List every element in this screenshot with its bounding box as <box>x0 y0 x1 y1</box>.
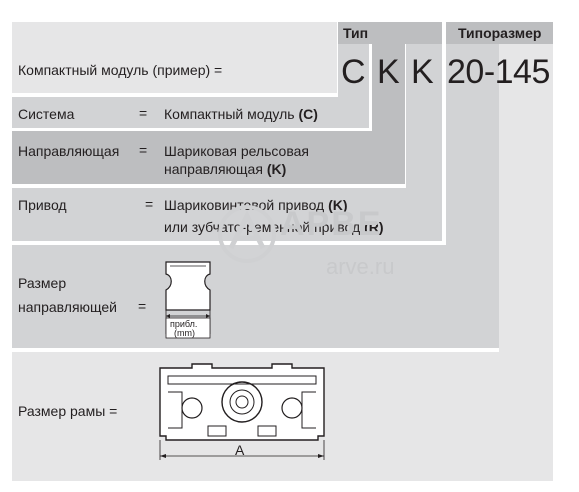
watermark-site: arve.ru <box>326 254 395 279</box>
frame-size-label: Размер рамы = <box>18 403 118 419</box>
guide-rail-profile-icon <box>165 261 211 339</box>
system-value-text: Компактный модуль <box>164 106 295 122</box>
system-eq: = <box>139 105 148 121</box>
guide-size-label-line1: Размер <box>18 275 67 291</box>
example-row-panel <box>12 22 337 93</box>
code-k2: K <box>411 53 434 91</box>
system-row-panel <box>12 97 369 128</box>
guide-eq: = <box>139 142 148 158</box>
watermark-logo-icon <box>218 205 276 263</box>
system-value: Компактный модуль (C) <box>164 105 318 124</box>
system-label: Система <box>18 106 75 122</box>
guide-dim-label-line1: прибл. <box>170 319 198 329</box>
type-header: Тип <box>343 25 369 41</box>
drive-value-line1-text: Шариковинтовой привод <box>164 197 325 213</box>
code-k1: K <box>377 53 400 91</box>
type-column-k2 <box>406 44 442 241</box>
guide-row-panel <box>12 131 405 184</box>
guide-value-line2-text: направляющая <box>164 161 263 177</box>
guide-size-eq: = <box>138 298 147 314</box>
size-header: Типоразмер <box>458 25 542 41</box>
drive-value-line2-text: или зубчато-ременной привод <box>164 219 361 235</box>
guide-value-line1: Шариковая рельсовая <box>164 143 309 159</box>
system-code-mark: (C) <box>298 106 318 122</box>
frame-profile-drawing-icon <box>159 363 325 460</box>
drive-eq: = <box>145 196 154 212</box>
drive-code-mark-k: (K) <box>328 197 348 213</box>
drive-code-mark-r: (R) <box>364 219 384 235</box>
size-header-panel <box>446 22 553 44</box>
guide-code-mark: (K) <box>266 161 287 177</box>
type-header-panel <box>338 22 442 44</box>
size-code: 20-145 <box>447 53 550 91</box>
drive-row-panel <box>12 188 406 241</box>
drive-value-line2: или зубчато-ременной привод (R) <box>164 218 384 237</box>
example-label: Компактный модуль (пример) = <box>18 62 223 78</box>
drive-value-line1: Шариковинтовой привод (K) <box>164 196 348 215</box>
frame-dim-label: A <box>235 442 245 458</box>
guide-dim-label-line2: (mm) <box>174 328 195 338</box>
guide-label: Направляющая <box>18 143 120 159</box>
code-c: C <box>341 53 366 91</box>
drive-label: Привод <box>18 197 67 213</box>
guide-size-label-line2: направляющей <box>18 299 118 315</box>
watermark-brand: АРВЕ <box>280 205 383 243</box>
guide-size-row-panel <box>12 245 499 348</box>
guide-value-line2: направляющая (K) <box>164 160 286 179</box>
